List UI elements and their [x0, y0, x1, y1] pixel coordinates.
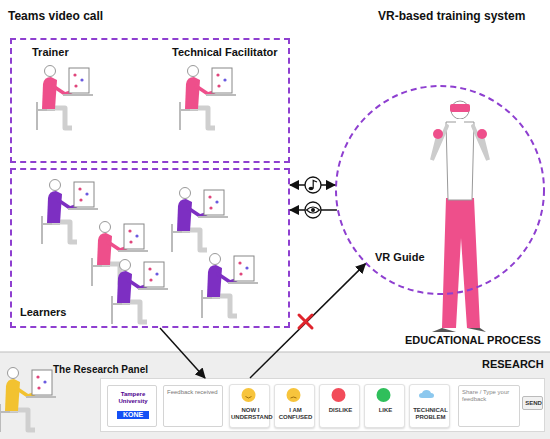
feedback-box: Feedback received	[163, 385, 223, 427]
section-label: VR-based training system	[378, 10, 525, 24]
vr-guide-figure	[432, 101, 488, 332]
node-text: Trainer	[32, 46, 69, 59]
researcher-figure	[0, 368, 56, 433]
logo-box: Tampere UniversityKONE	[107, 385, 157, 427]
node-text: Learners	[20, 306, 66, 319]
button-icons	[242, 388, 435, 402]
dislike-icon	[332, 388, 346, 402]
section-label: RESEARCH	[482, 358, 544, 371]
audio-icon	[305, 177, 321, 193]
node-text: NOW I UNDERSTAND	[231, 407, 270, 421]
learner-figure	[92, 222, 148, 287]
learner-figure	[202, 254, 258, 319]
facilitator-figure	[180, 66, 236, 131]
node-text: Feedback received	[167, 389, 221, 396]
section-label: Teams video call	[8, 10, 103, 24]
feedback-button: I AM CONFUSED	[274, 384, 315, 428]
like-icon	[377, 388, 391, 402]
cloud-icon	[419, 390, 434, 398]
system-circle: VR Guide	[335, 85, 545, 295]
node-text: The Research Panel	[53, 364, 148, 376]
node-text: SEND	[523, 400, 544, 407]
node-text: I AM CONFUSED	[276, 407, 315, 421]
flow-arrow	[290, 184, 335, 186]
learner-figure	[172, 188, 228, 253]
feedback-button: TECHNICAL PROBLEM	[409, 384, 450, 428]
send-button: SEND	[522, 396, 543, 410]
node-text: TECHNICAL PROBLEM	[411, 407, 450, 421]
node-text: Tampere University	[110, 391, 156, 405]
node-text: LIKE	[366, 407, 405, 414]
vision-icon	[305, 202, 321, 218]
text-input: Share / Type your feedback	[458, 385, 520, 427]
feedback-button: DISLIKE	[319, 384, 360, 428]
node-text: KONE	[117, 411, 149, 419]
node-text: Technical Facilitator	[172, 46, 278, 59]
flow-arrow	[250, 264, 365, 378]
learner-figure	[42, 180, 98, 245]
flow-arrow	[160, 328, 205, 378]
trainer-figure	[37, 66, 93, 131]
group-box: Trainer Technical Facilitator	[10, 38, 290, 163]
research-band	[0, 352, 550, 439]
group-box: Learners	[10, 168, 290, 328]
research-panel: The Research PanelTampere UniversityKONE…	[100, 378, 545, 432]
blocked-mark	[299, 315, 312, 328]
flow-arrow	[290, 209, 337, 211]
circle-outline	[335, 85, 545, 295]
confused-icon	[287, 388, 301, 402]
feedback-button: LIKE	[364, 384, 405, 428]
node-text: Share / Type your feedback	[462, 389, 518, 403]
smile-icon	[242, 388, 256, 402]
feedback-button: NOW I UNDERSTAND	[229, 384, 270, 428]
node-text: VR Guide	[375, 251, 425, 264]
learner-figure	[112, 260, 168, 325]
node-text: DISLIKE	[321, 407, 360, 414]
circle-outline	[336, 86, 544, 294]
separator-line	[0, 352, 550, 353]
section-label: EDUCATIONAL PROCESS	[405, 334, 541, 347]
